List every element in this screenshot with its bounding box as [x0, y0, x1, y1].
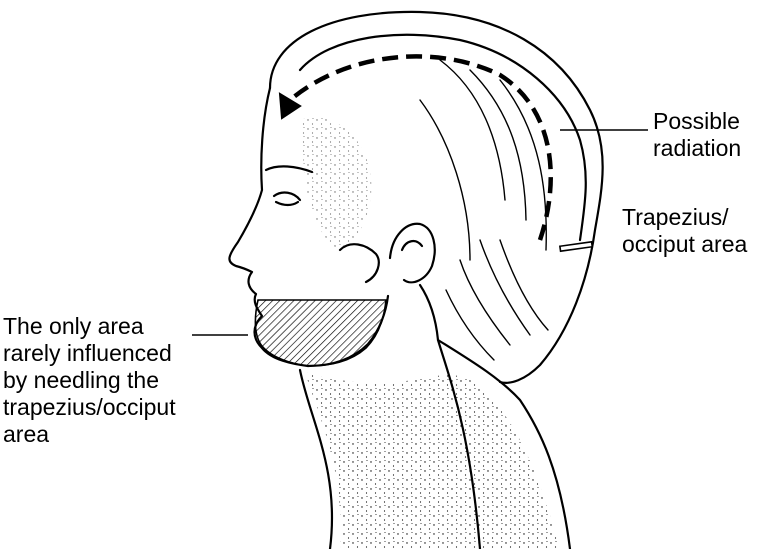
needle-marker [560, 242, 592, 251]
jaw-line-1: The only area [3, 313, 176, 340]
jaw-area-label: The only area rarely influenced by needl… [3, 313, 176, 448]
face-stipple [300, 117, 371, 250]
jaw-line-3: by needling the [3, 367, 176, 394]
trapezius-occiput-label: Trapezius/ occiput area [622, 204, 747, 258]
possible-radiation-label: Possible radiation [653, 108, 741, 162]
neck-stipple [305, 372, 560, 549]
trapezius-line-2: occiput area [622, 231, 747, 258]
jaw-line-5: area [3, 421, 176, 448]
possible-radiation-line-2: radiation [653, 135, 741, 162]
jaw-hatched-area [255, 300, 386, 366]
possible-radiation-line-1: Possible [653, 108, 741, 135]
trapezius-line-1: Trapezius/ [622, 204, 747, 231]
radiation-arrowhead-icon [280, 94, 300, 118]
hair-strands [420, 60, 548, 360]
jaw-line-2: rarely influenced [3, 340, 176, 367]
jaw-line-4: trapezius/occiput [3, 394, 176, 421]
